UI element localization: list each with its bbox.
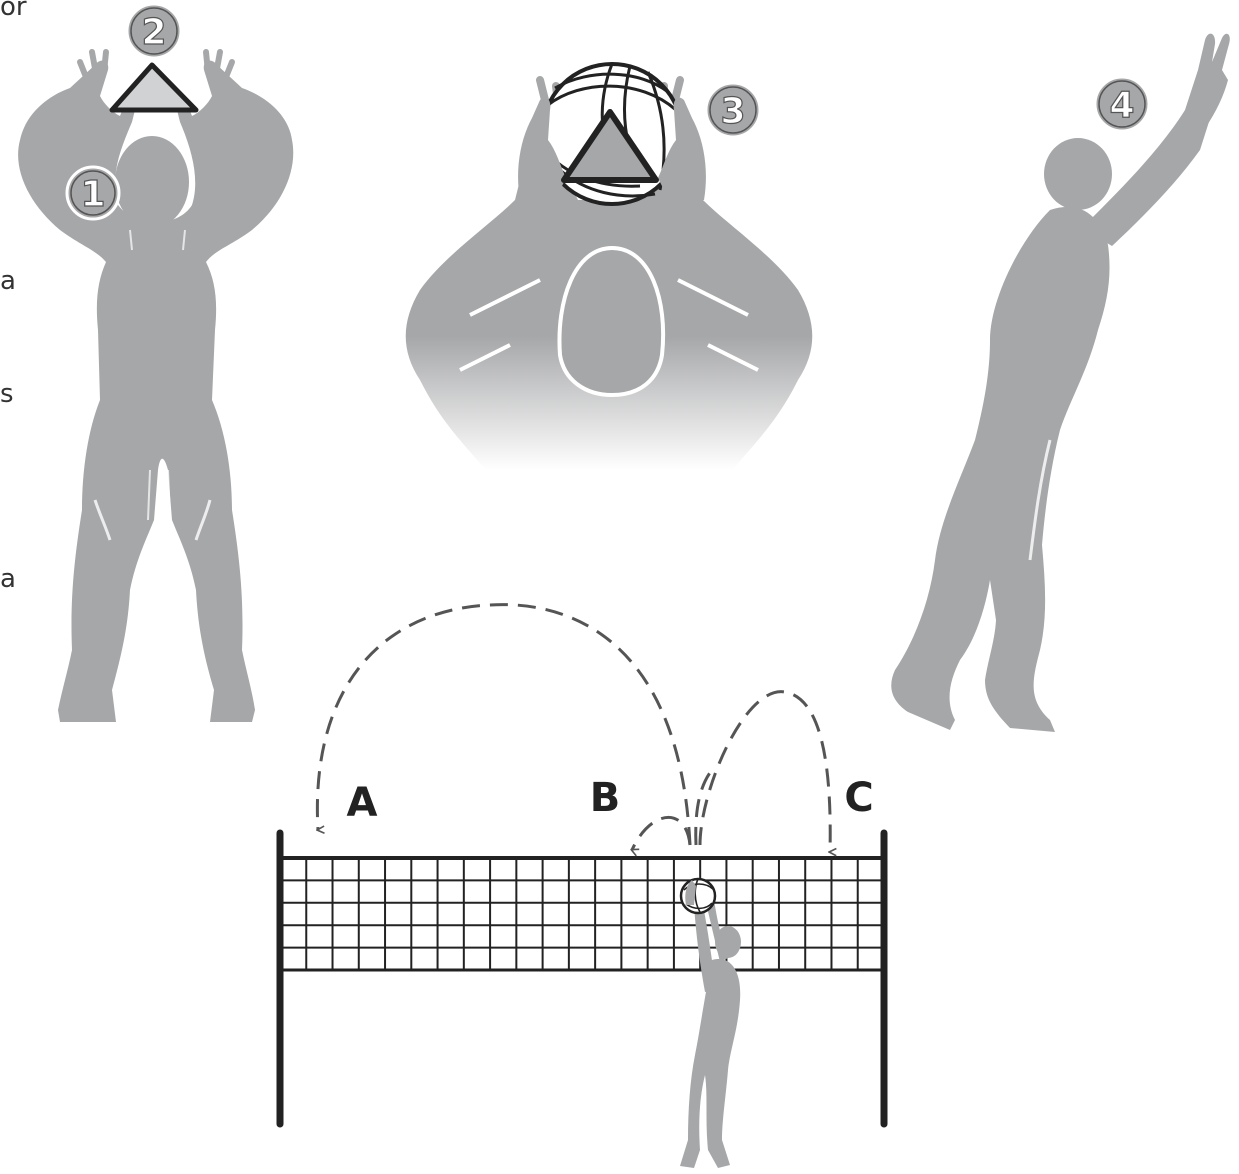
step-number: 2 <box>141 12 166 53</box>
net-label-b: B <box>590 775 621 821</box>
net-label-a: A <box>347 780 378 826</box>
dashed-arc-arrow-icon <box>317 605 830 852</box>
step-number: 4 <box>1109 85 1134 126</box>
setter-at-net-icon <box>680 900 741 1168</box>
triangle-icon <box>112 65 196 110</box>
player-jump-extension-icon <box>891 34 1230 732</box>
volleyball-net-icon <box>280 833 884 1124</box>
step-number: 1 <box>80 174 105 215</box>
step-badge-4: 4 <box>1095 77 1149 131</box>
net-label-c: C <box>844 775 873 821</box>
net-mesh <box>280 858 884 970</box>
player-silhouette-hands-up-icon <box>18 52 293 722</box>
arc-to-c-up <box>700 692 830 852</box>
step-number: 3 <box>720 91 745 132</box>
arc-to-b <box>632 817 690 850</box>
step-badge-2: 2 <box>127 4 181 58</box>
step-badge-3: 3 <box>706 83 760 137</box>
step-badge-1: 1 <box>67 167 119 219</box>
